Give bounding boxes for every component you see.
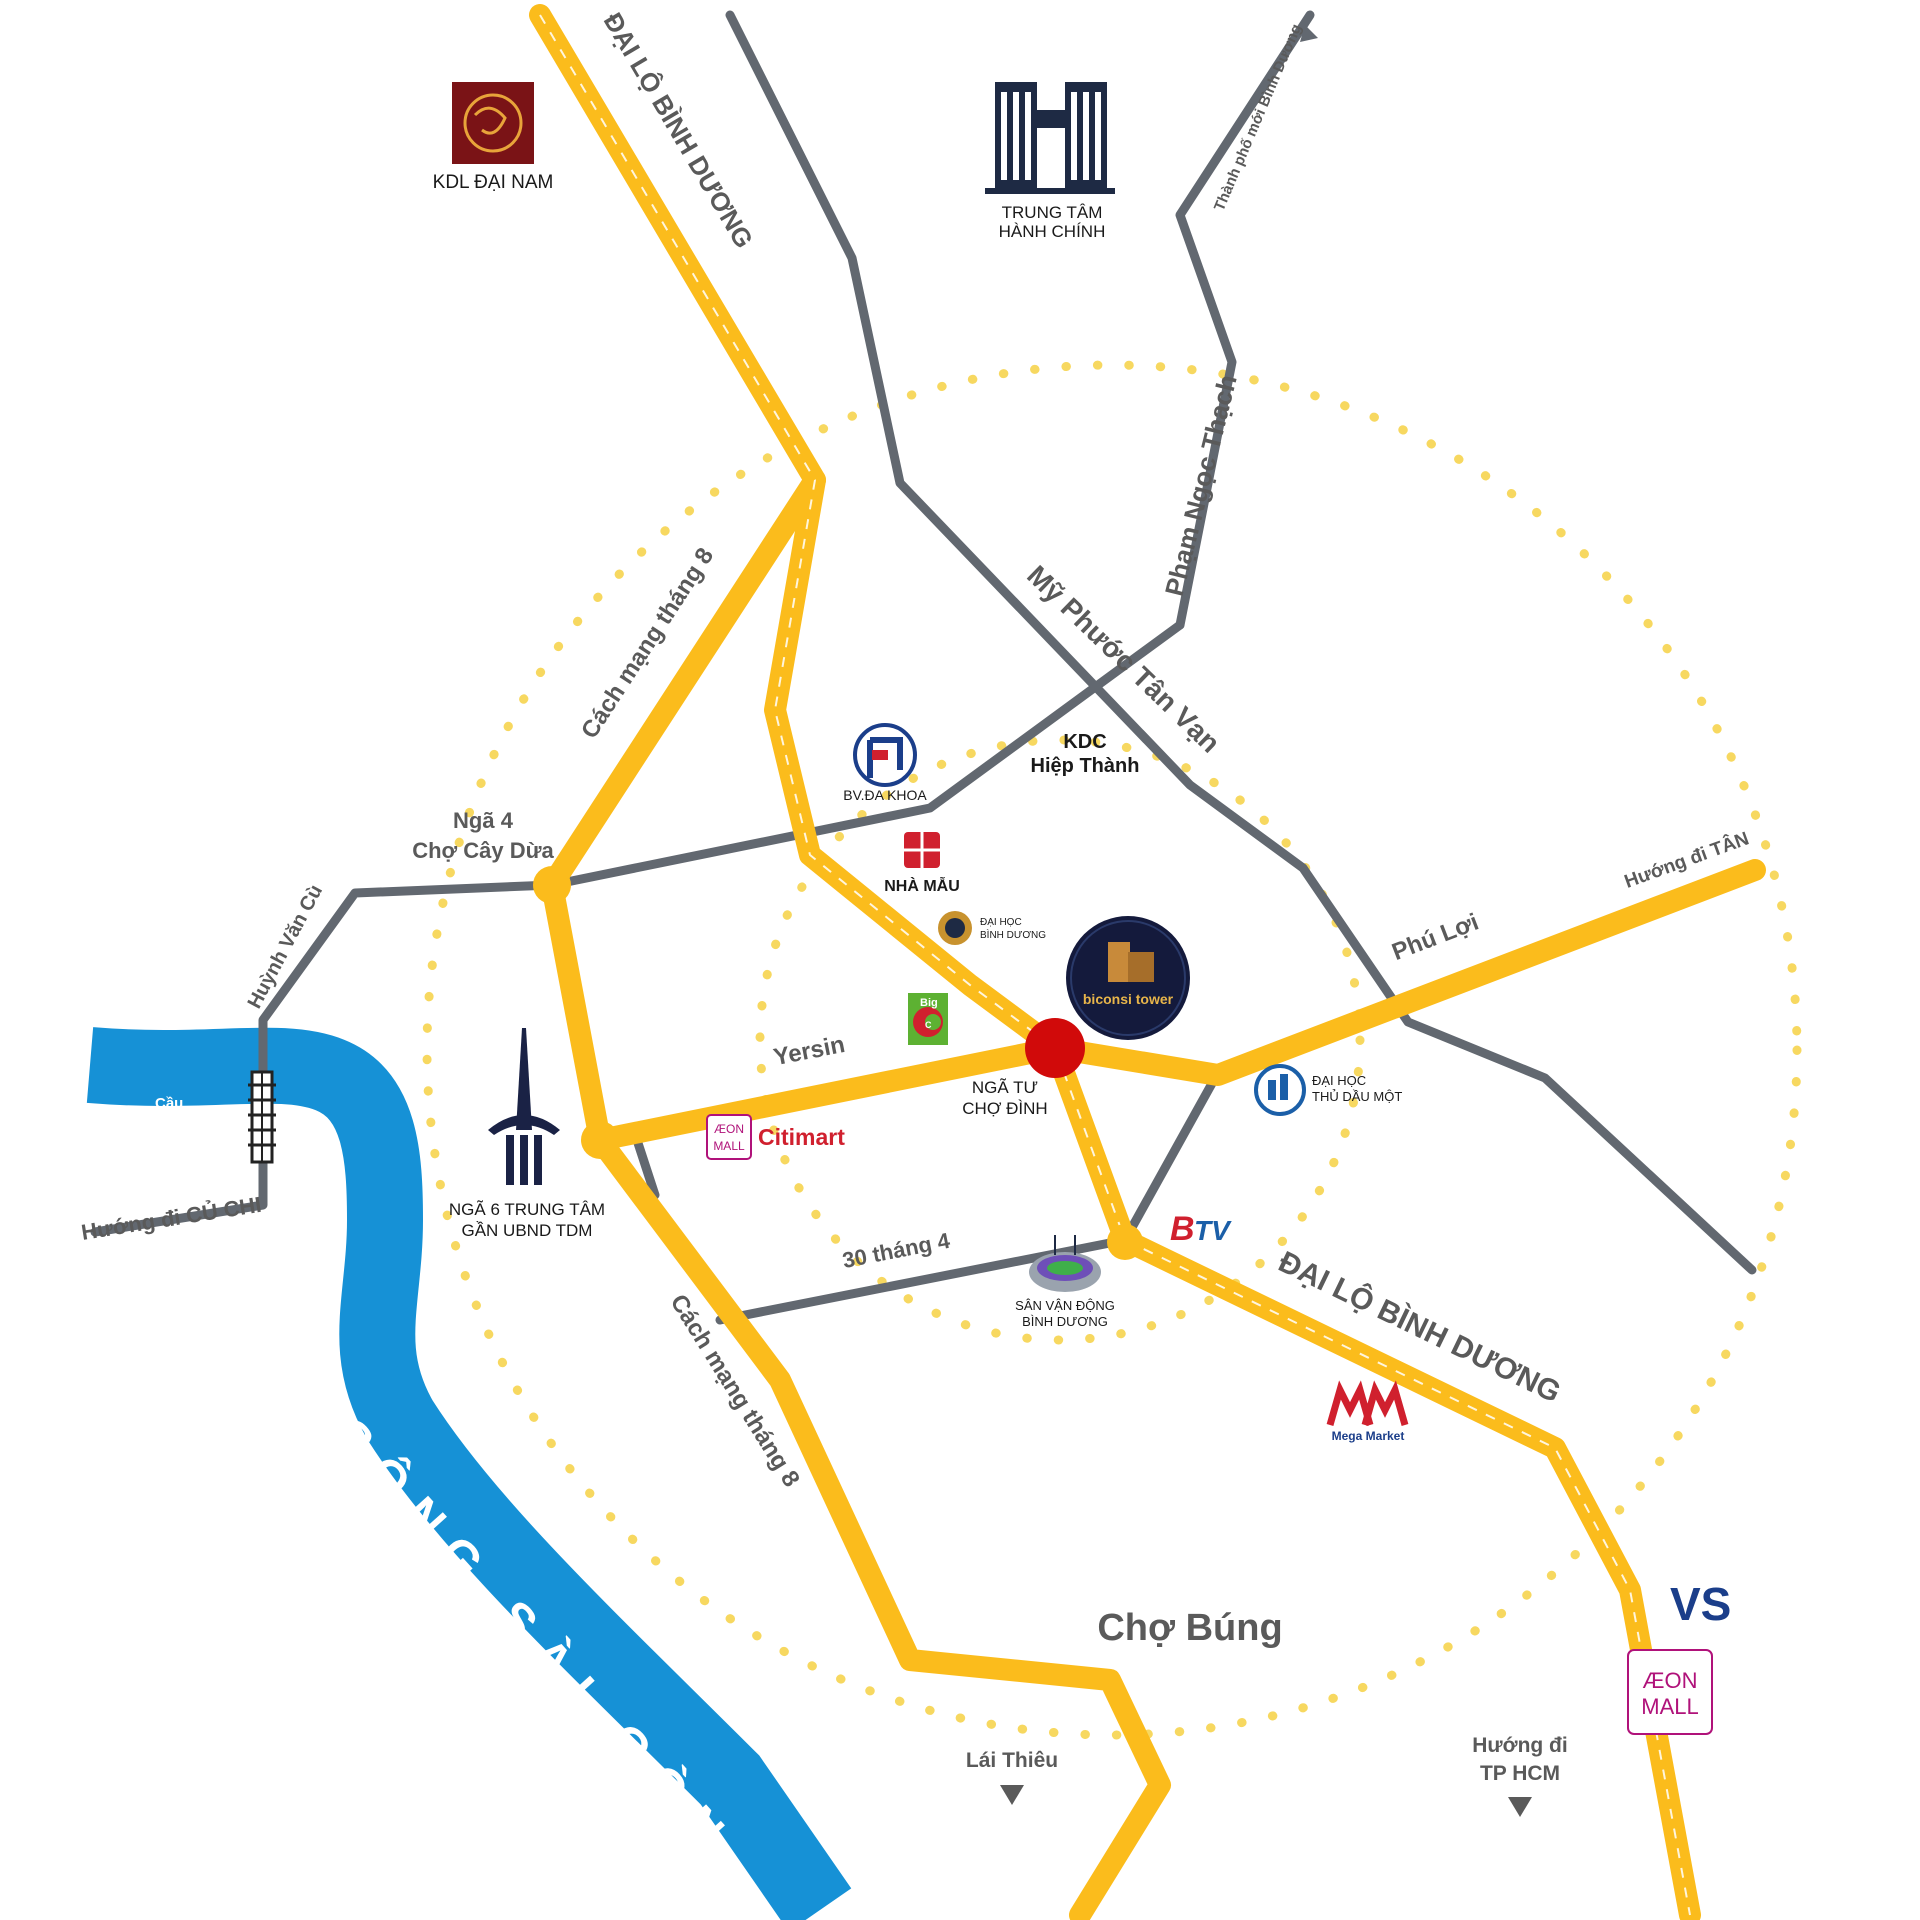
label-nga-tu-1: NGÃ TƯ <box>972 1078 1038 1097</box>
road-huynh-van-cu <box>90 880 557 1237</box>
label-trung-tam-1: TRUNG TÂM <box>1002 203 1103 222</box>
label-hcm-2: TP HCM <box>1480 1762 1560 1785</box>
label-aeon2-1: ÆON <box>1643 1668 1698 1693</box>
river-sai-gon <box>86 1027 852 1920</box>
label-aeon2-2: MALL <box>1641 1694 1698 1719</box>
label-mega-market: Mega Market <box>1332 1429 1405 1443</box>
nha-mau-grid <box>904 832 940 868</box>
building-windows <box>1001 92 1101 180</box>
road-phu-loi <box>1044 859 1766 1086</box>
label-dh-tdm-1: ĐẠI HỌC <box>1312 1073 1366 1088</box>
label-nga6-2: GẦN UBND TDM <box>462 1221 593 1240</box>
label-nga6-1: NGÃ 6 TRUNG TÂM <box>449 1200 605 1219</box>
aeon-mall-logo <box>706 1114 752 1160</box>
label-cho-bung: Chợ Búng <box>1097 1607 1282 1649</box>
label-kdc-1: KDC <box>1063 731 1106 753</box>
label-trung-tam-2: HÀNH CHÍNH <box>999 222 1106 241</box>
road-cmt8 <box>541 469 1171 1920</box>
label-aeon-1: ÆON <box>714 1122 744 1136</box>
bridge-label-1: Cầu <box>155 1095 183 1112</box>
road-yersin <box>589 1037 1066 1151</box>
label-bigc-c: C <box>925 1020 932 1030</box>
road-my-phuoc-tan-van <box>725 10 1757 1275</box>
river-name: SÔNG SÀI GÒN <box>323 1408 748 1871</box>
arrow-hcm-icon <box>1508 1797 1532 1817</box>
label-my-phuoc-tan-van: Mỹ Phước Tân Vạn <box>1021 559 1226 758</box>
monument-nga6-icon <box>488 1028 560 1185</box>
node-nga6 <box>581 1121 619 1159</box>
label-dh-bd-1: ĐẠI HỌC <box>980 917 1022 928</box>
label-btv-tv: TV <box>1194 1215 1232 1246</box>
label-dh-tdm-2: THỦ DẦU MỘT <box>1312 1089 1402 1104</box>
label-kdc-2: Hiệp Thành <box>1031 755 1140 777</box>
stadium-icon <box>1029 1235 1101 1292</box>
center-marker-nga-tu-cho-dinh[interactable] <box>1025 1018 1085 1078</box>
label-huong-di-cu-chi: Hướng đi CỦ CHI <box>79 1192 263 1245</box>
hospital-logo <box>853 723 917 787</box>
secondary-roads <box>90 10 1757 1325</box>
label-dh-bd-2: BÌNH DƯƠNG <box>980 928 1046 941</box>
label-yersin: Yersin <box>771 1031 847 1071</box>
label-hcm-1: Hướng đi <box>1472 1734 1567 1757</box>
arrow-lai-thieu-icon <box>1000 1785 1024 1805</box>
label-nha-mau: NHÀ MẪU <box>884 876 960 895</box>
label-svd-2: BÌNH DƯƠNG <box>1022 1314 1108 1329</box>
ring-inner <box>755 735 1365 1345</box>
bigc-logo <box>908 993 948 1045</box>
label-biconsi-tower: biconsi tower <box>1083 991 1174 1007</box>
kdl-dai-nam-logo <box>452 82 534 164</box>
label-kdl-dai-nam: KDL ĐẠI NAM <box>433 172 554 193</box>
label-svd-1: SÂN VẬN ĐỘNG <box>1015 1298 1115 1313</box>
label-citimart: Citimart <box>758 1124 845 1150</box>
road-cmt8-stub <box>632 1135 660 1200</box>
node-nga4-cay-dua <box>533 866 571 904</box>
ring-outer <box>422 360 1802 1740</box>
label-30-thang-4: 30 tháng 4 <box>840 1228 952 1273</box>
label-vsip: VS <box>1670 1578 1731 1630</box>
label-dai-lo-north: ĐẠI LỘ BÌNH DƯƠNG <box>598 7 760 253</box>
bridge-phu-cuong <box>248 1070 276 1164</box>
mega-market-logo <box>1326 1380 1409 1426</box>
biconsi-tower-badge[interactable] <box>1066 916 1190 1040</box>
label-bigc: Big <box>920 997 938 1009</box>
node-btv <box>1107 1224 1143 1260</box>
road-pham-ngoc-thach <box>1175 10 1315 630</box>
label-pham-ngoc-thach: Phạm Ngọc Thạch <box>1159 372 1243 599</box>
label-lai-thieu: Lái Thiêu <box>966 1749 1058 1772</box>
label-aeon-2: MALL <box>713 1139 745 1153</box>
label-nga-tu-2: CHỢ ĐÌNH <box>962 1099 1047 1118</box>
road-btv-connector <box>1120 1073 1220 1245</box>
label-btv-b: B <box>1170 1210 1195 1248</box>
dh-binh-duong-logo <box>938 911 972 945</box>
arrow-thanh-pho-moi-icon <box>1300 25 1318 42</box>
label-thanh-pho-moi: Thành phố mới Bình Dương <box>1211 22 1305 214</box>
bridge-label-2: Phú Cường <box>155 1115 238 1132</box>
label-nga4-1: Ngã 4 <box>453 808 514 833</box>
aeon-mall-right-logo <box>1627 1649 1713 1735</box>
dh-tdm-logo <box>1254 1064 1306 1116</box>
label-phu-loi: Phú Lợi <box>1388 908 1482 966</box>
label-nga4-2: Chợ Cây Dừa <box>412 838 554 863</box>
main-road-dashes <box>539 14 1691 1916</box>
label-bv-da-khoa: BV.ĐA KHOA <box>843 787 927 803</box>
